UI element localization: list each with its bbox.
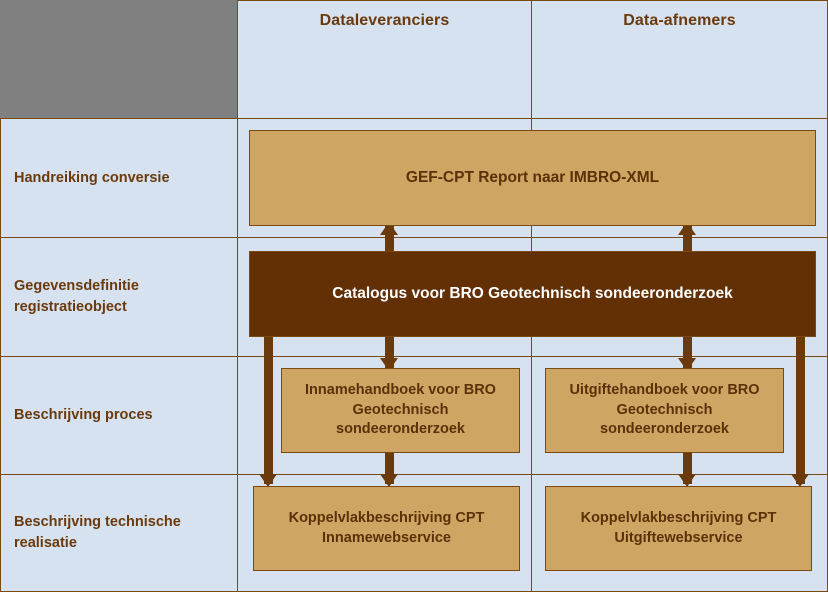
box-gef-cpt-report[interactable]: GEF-CPT Report naar IMBRO-XML (249, 130, 816, 226)
row-label-beschrijving-technische-realisatie: Beschrijving technische realisatie (14, 514, 181, 551)
column-header-dataleveranciers: Dataleveranciers (319, 12, 450, 29)
connector-catalogus-to-gefcpt-left-line (385, 222, 394, 252)
box-koppelvlakbeschrijving-inname[interactable]: Koppelvlakbeschrijving CPT Innamewebserv… (253, 486, 520, 571)
connector-innamehandboek-to-koppelvlak-line (385, 452, 394, 484)
row-label-handreiking-conversie: Handreiking conversie (14, 169, 170, 186)
column-header-data-afnemers: Data-afnemers (623, 12, 736, 29)
grid-cell-row4-label (0, 474, 238, 592)
connector-catalogus-to-koppelvlak-uitgifte-arrowhead (791, 474, 809, 487)
connector-catalogus-to-gefcpt-right-line (683, 222, 692, 252)
box-koppelvlakbeschrijving-uitgifte[interactable]: Koppelvlakbeschrijving CPT Uitgiftewebse… (545, 486, 812, 571)
connector-uitgiftehandboek-to-koppelvlak-line (683, 452, 692, 484)
grid-cell-header-dataleveranciers (237, 0, 532, 119)
connector-catalogus-to-innamehandboek-line (385, 336, 394, 368)
connector-catalogus-to-innamehandboek-arrowhead (380, 358, 398, 371)
box-uitgiftehandboek[interactable]: Uitgiftehandboek voor BRO Geotechnisch s… (545, 368, 784, 453)
connector-catalogus-to-koppelvlak-inname-line (264, 336, 273, 484)
connector-innamehandboek-to-koppelvlak-arrowhead (380, 474, 398, 487)
row-label-beschrijving-proces: Beschrijving proces (14, 407, 153, 424)
connector-catalogus-to-koppelvlak-inname-arrowhead (259, 474, 277, 487)
row-label-gegevensdefinitie-registratieobject: Gegevensdefinitie registratieobject (14, 278, 139, 315)
connector-catalogus-to-uitgiftehandboek-line (683, 336, 692, 368)
grid-cell-header-data-afnemers (531, 0, 828, 119)
connector-catalogus-to-koppelvlak-uitgifte-line (796, 336, 805, 484)
grid-cell-row3-label (0, 356, 238, 475)
connector-catalogus-to-uitgiftehandboek-arrowhead (678, 358, 696, 371)
box-catalogus[interactable]: Catalogus voor BRO Geotechnisch sondeero… (249, 251, 816, 337)
connector-uitgiftehandboek-to-koppelvlak-arrowhead (678, 474, 696, 487)
box-innamehandboek[interactable]: Innamehandboek voor BRO Geotechnisch son… (281, 368, 520, 453)
grid-cell-row2-label (0, 237, 238, 357)
grid-cell-corner (0, 0, 238, 119)
